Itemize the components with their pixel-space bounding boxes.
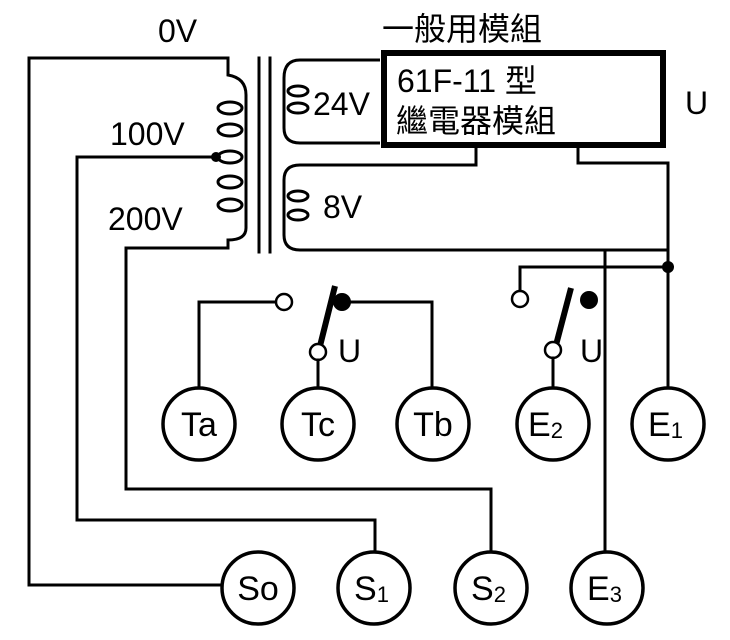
secondary-8v-winding bbox=[282, 163, 668, 252]
terminal-Tb[interactable]: Tb bbox=[395, 386, 471, 462]
terminal-E1-label: E1 bbox=[648, 406, 683, 444]
terminal-E2[interactable]: E2 bbox=[515, 386, 591, 462]
terminal-S2[interactable]: S2 bbox=[453, 550, 529, 626]
terminal-E3[interactable]: E3 bbox=[569, 550, 645, 626]
secondary-24v-winding bbox=[282, 58, 380, 145]
tap-0v-label: 0V bbox=[158, 13, 198, 49]
terminal-Tb-label: Tb bbox=[413, 406, 453, 444]
transformer-core bbox=[257, 56, 272, 254]
wire-200v-s2 bbox=[124, 246, 493, 557]
terminal-E2-label: E2 bbox=[528, 406, 563, 444]
e-junction bbox=[662, 261, 674, 273]
secondary-24v-label: 24V bbox=[313, 86, 371, 122]
wire-100v-s1 bbox=[75, 155, 377, 557]
terminal-E1[interactable]: E1 bbox=[630, 386, 706, 462]
terminal-S1-label: S1 bbox=[354, 570, 389, 608]
module-name-label: 繼電器模組 bbox=[396, 102, 556, 140]
contact-t-u-label: U bbox=[338, 333, 361, 369]
terminal-S2-label: S2 bbox=[471, 570, 506, 608]
contact-e-switch bbox=[510, 287, 598, 394]
terminal-So-label: So bbox=[237, 570, 279, 608]
contact-t-switch bbox=[197, 285, 434, 394]
module-model-label: 61F-11 型 bbox=[397, 63, 537, 99]
tap-200v-label: 200V bbox=[108, 201, 183, 237]
terminal-S1[interactable]: S1 bbox=[336, 550, 412, 626]
terminal-Tc-label: Tc bbox=[301, 406, 335, 444]
terminal-Ta[interactable]: Ta bbox=[161, 386, 237, 462]
terminal-So[interactable]: So bbox=[220, 550, 296, 626]
terminal-E3-label: E3 bbox=[587, 570, 622, 608]
wire-0v-so bbox=[27, 56, 230, 587]
secondary-8v-label: 8V bbox=[323, 189, 363, 225]
contact-e-u-label: U bbox=[580, 333, 603, 369]
title-label: 一般用模組 bbox=[382, 10, 542, 48]
terminal-Ta-label: Ta bbox=[181, 406, 217, 444]
relay-module-box bbox=[381, 50, 666, 148]
terminal-Tc[interactable]: Tc bbox=[280, 386, 356, 462]
primary-winding bbox=[216, 58, 248, 248]
relay-u-label: U bbox=[685, 85, 708, 121]
module-wire-right bbox=[576, 143, 670, 267]
tap-100v-label: 100V bbox=[110, 116, 185, 152]
